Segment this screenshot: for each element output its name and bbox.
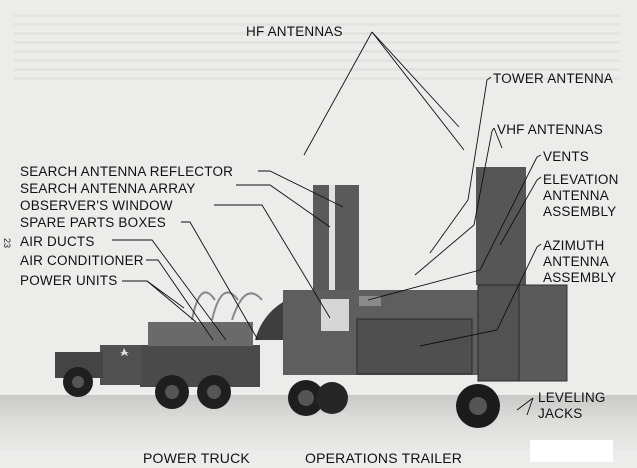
caption-power-truck: POWER TRUCK bbox=[143, 450, 250, 466]
label-tower-antenna: TOWER ANTENNA bbox=[493, 71, 614, 86]
label-vhf-antennas: VHF ANTENNAS bbox=[497, 122, 603, 137]
label-observers-window: OBSERVER'S WINDOW bbox=[20, 198, 173, 213]
label-vents: VENTS bbox=[543, 149, 590, 164]
show-through-text bbox=[14, 14, 620, 84]
label-azimuth-antenna-assembly: AZIMUTH ANTENNA ASSEMBLY bbox=[543, 238, 617, 285]
label-air-ducts: AIR DUCTS bbox=[20, 234, 95, 249]
label-spare-parts-boxes: SPARE PARTS BOXES bbox=[20, 215, 166, 230]
caption-operations-trailer: OPERATIONS TRAILER bbox=[305, 450, 463, 466]
label-power-units: POWER UNITS bbox=[20, 273, 118, 288]
label-air-conditioner: AIR CONDITIONER bbox=[20, 253, 144, 268]
label-search-antenna-reflector: SEARCH ANTENNA REFLECTOR bbox=[20, 164, 234, 179]
label-leveling-jacks: LEVELING JACKS bbox=[538, 390, 606, 421]
label-elevation-antenna-assembly: ELEVATION ANTENNA ASSEMBLY bbox=[543, 172, 619, 219]
blank-patch bbox=[530, 440, 613, 462]
label-hf-antennas: HF ANTENNAS bbox=[246, 24, 343, 39]
label-search-antenna-array: SEARCH ANTENNA ARRAY bbox=[20, 181, 196, 196]
